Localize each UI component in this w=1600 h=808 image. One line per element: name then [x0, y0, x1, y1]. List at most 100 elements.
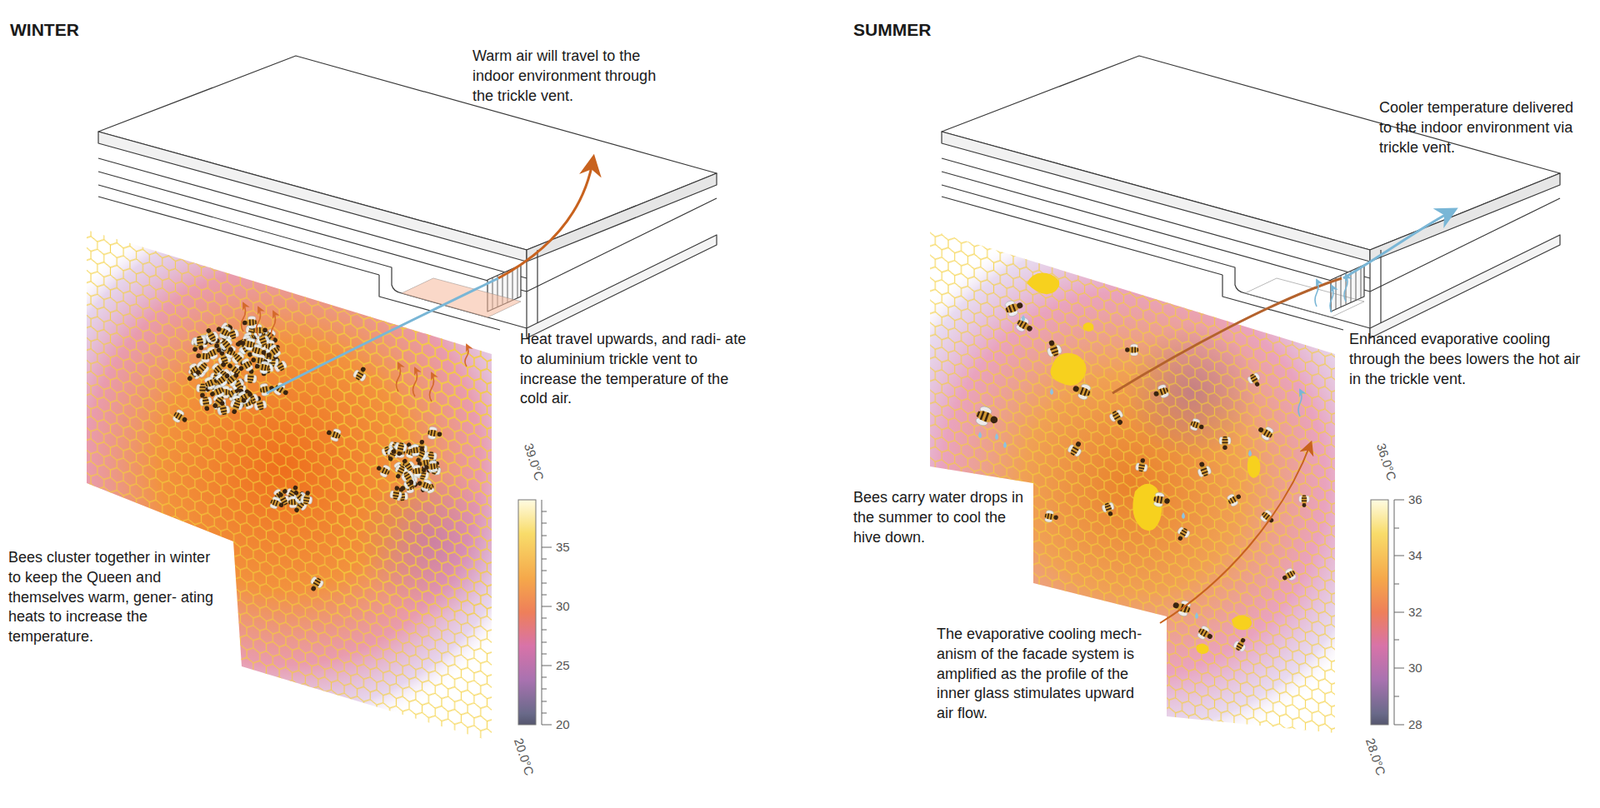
- bee: [1065, 439, 1085, 460]
- bee-part: [415, 468, 417, 475]
- bee-part: [1198, 629, 1202, 634]
- bee-part: [1286, 572, 1291, 579]
- bee-part: [1198, 461, 1205, 469]
- bee-part: [227, 346, 235, 354]
- bee: [1013, 315, 1035, 336]
- bee-part: [1139, 470, 1144, 472]
- bee-part: [1250, 374, 1255, 377]
- bee-part: [1105, 503, 1110, 506]
- bee-part: [200, 384, 205, 386]
- bee-part: [1045, 514, 1047, 519]
- bee-part: [203, 402, 210, 405]
- bee-part: [1107, 510, 1114, 517]
- bee-part: [1222, 445, 1227, 450]
- bee-part: [405, 463, 411, 468]
- panel-heading: SUMMER: [853, 18, 931, 42]
- bee-part: [260, 350, 267, 356]
- bee-part: [195, 353, 201, 359]
- bee-part: [274, 359, 286, 374]
- tick-label: 34: [1408, 548, 1423, 564]
- bee-part: [1302, 495, 1306, 497]
- winter-scale: [518, 500, 552, 725]
- bee-part: [199, 390, 205, 392]
- bee-part: [989, 415, 999, 425]
- bee-part: [198, 345, 205, 351]
- bee: [227, 398, 245, 417]
- bee: [1002, 297, 1025, 319]
- bee-part: [262, 386, 265, 393]
- bee-part: [249, 360, 253, 365]
- bee-part: [202, 353, 205, 360]
- bee: [1151, 383, 1171, 401]
- bee-part: [325, 430, 332, 436]
- bee: [1044, 338, 1064, 360]
- bee-part: [422, 481, 426, 488]
- bee-part: [262, 327, 268, 333]
- bee-part: [310, 585, 317, 593]
- bee-part: [256, 402, 264, 406]
- bee-part: [216, 380, 220, 385]
- bee-part: [207, 352, 210, 357]
- bee-part: [262, 343, 267, 346]
- bee: [380, 444, 398, 462]
- bee-part: [250, 341, 253, 348]
- bee-part: [279, 387, 284, 394]
- bee-part: [1050, 514, 1053, 520]
- bee-part: [304, 496, 310, 500]
- bee-part: [220, 375, 226, 382]
- bee: [170, 408, 190, 427]
- bee: [1107, 407, 1127, 428]
- bee-part: [396, 450, 402, 456]
- bee-part: [394, 485, 400, 491]
- bee-part: [275, 500, 279, 507]
- bee-part: [1075, 440, 1082, 448]
- bee-part: [253, 328, 255, 333]
- bee: [1231, 635, 1250, 655]
- bee-part: [1156, 495, 1160, 503]
- bee-part: [221, 359, 228, 363]
- bee-part: [393, 497, 398, 500]
- bee-part: [397, 447, 404, 450]
- bee-part: [214, 343, 220, 349]
- bee-part: [200, 386, 206, 389]
- bee-part: [173, 412, 177, 417]
- callout-text: Cooler temperature delivered to the indo…: [1379, 98, 1590, 158]
- bee: [425, 425, 443, 441]
- bee-part: [416, 480, 423, 487]
- bee-part: [1162, 387, 1166, 395]
- tick-label: 30: [1408, 660, 1423, 676]
- bee-part: [415, 457, 421, 464]
- bee-part: [400, 465, 405, 469]
- bee-part: [259, 327, 261, 334]
- bee-part: [284, 502, 289, 505]
- bee: [252, 324, 268, 337]
- bee-part: [252, 319, 255, 325]
- bee-part: [259, 337, 265, 341]
- callout-text: Bees cluster together in winter to keep …: [8, 548, 217, 648]
- bee-part: [231, 408, 238, 415]
- bee-part: [203, 362, 207, 366]
- bee-part: [1190, 421, 1194, 426]
- bee-part: [313, 582, 320, 587]
- bee: [213, 370, 233, 390]
- bee-part: [292, 485, 299, 491]
- bee: [374, 462, 392, 480]
- bee: [415, 477, 434, 494]
- bee-part: [392, 495, 399, 498]
- bee: [243, 368, 258, 385]
- bee: [191, 360, 210, 380]
- bee-part: [221, 328, 226, 335]
- bee-part: [233, 353, 237, 357]
- bee-part: [1153, 390, 1160, 398]
- bee-part: [335, 432, 339, 439]
- bee: [411, 464, 428, 478]
- bee: [306, 575, 325, 595]
- bee-part: [270, 500, 273, 505]
- bee-part: [240, 340, 245, 346]
- bee-part: [391, 449, 396, 454]
- bee-part: [220, 410, 227, 413]
- bee-part: [433, 463, 436, 470]
- bee-part: [259, 408, 264, 411]
- bee: [1255, 423, 1276, 443]
- bee-part: [282, 389, 290, 396]
